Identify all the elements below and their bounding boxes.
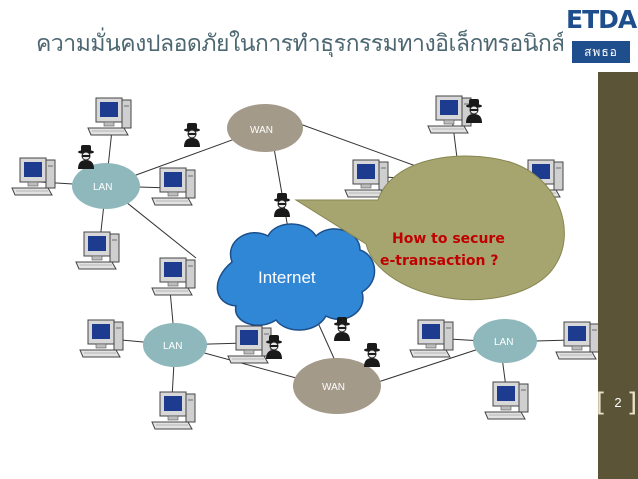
page-bracket-left: [ (596, 388, 607, 418)
logo-text: ETDA (566, 5, 637, 34)
internet-label: Internet (258, 268, 316, 287)
wan-top-label: WAN (250, 125, 273, 136)
lan-node-left: LAN (72, 163, 140, 209)
lan-node-bottom-left: LAN (143, 323, 207, 367)
callout-bubble: How to secure e-transaction ? (294, 155, 565, 301)
callout-line-1: How to secure (392, 231, 505, 247)
slide-title: ความมั่นคงปลอดภัยในการทำธุรกรรมทางอิเล็ก… (36, 31, 565, 57)
lan-bottom-left-label: LAN (163, 341, 182, 352)
lan-left-label: LAN (93, 182, 112, 193)
wan-node-top: WAN (227, 104, 303, 152)
page-bracket-right: ] (627, 388, 638, 418)
right-sidebar (598, 0, 638, 479)
callout-line-2: e-transaction ? (380, 253, 498, 269)
page-number: 2 (614, 395, 622, 410)
lan-node-bottom-right: LAN (473, 319, 537, 363)
lan-bottom-right-label: LAN (494, 337, 513, 348)
wan-node-bottom: WAN (293, 358, 381, 414)
internet-cloud: Internet (216, 223, 376, 331)
logo-subtext: สพธอ (572, 41, 630, 63)
wan-bottom-label: WAN (322, 382, 345, 393)
